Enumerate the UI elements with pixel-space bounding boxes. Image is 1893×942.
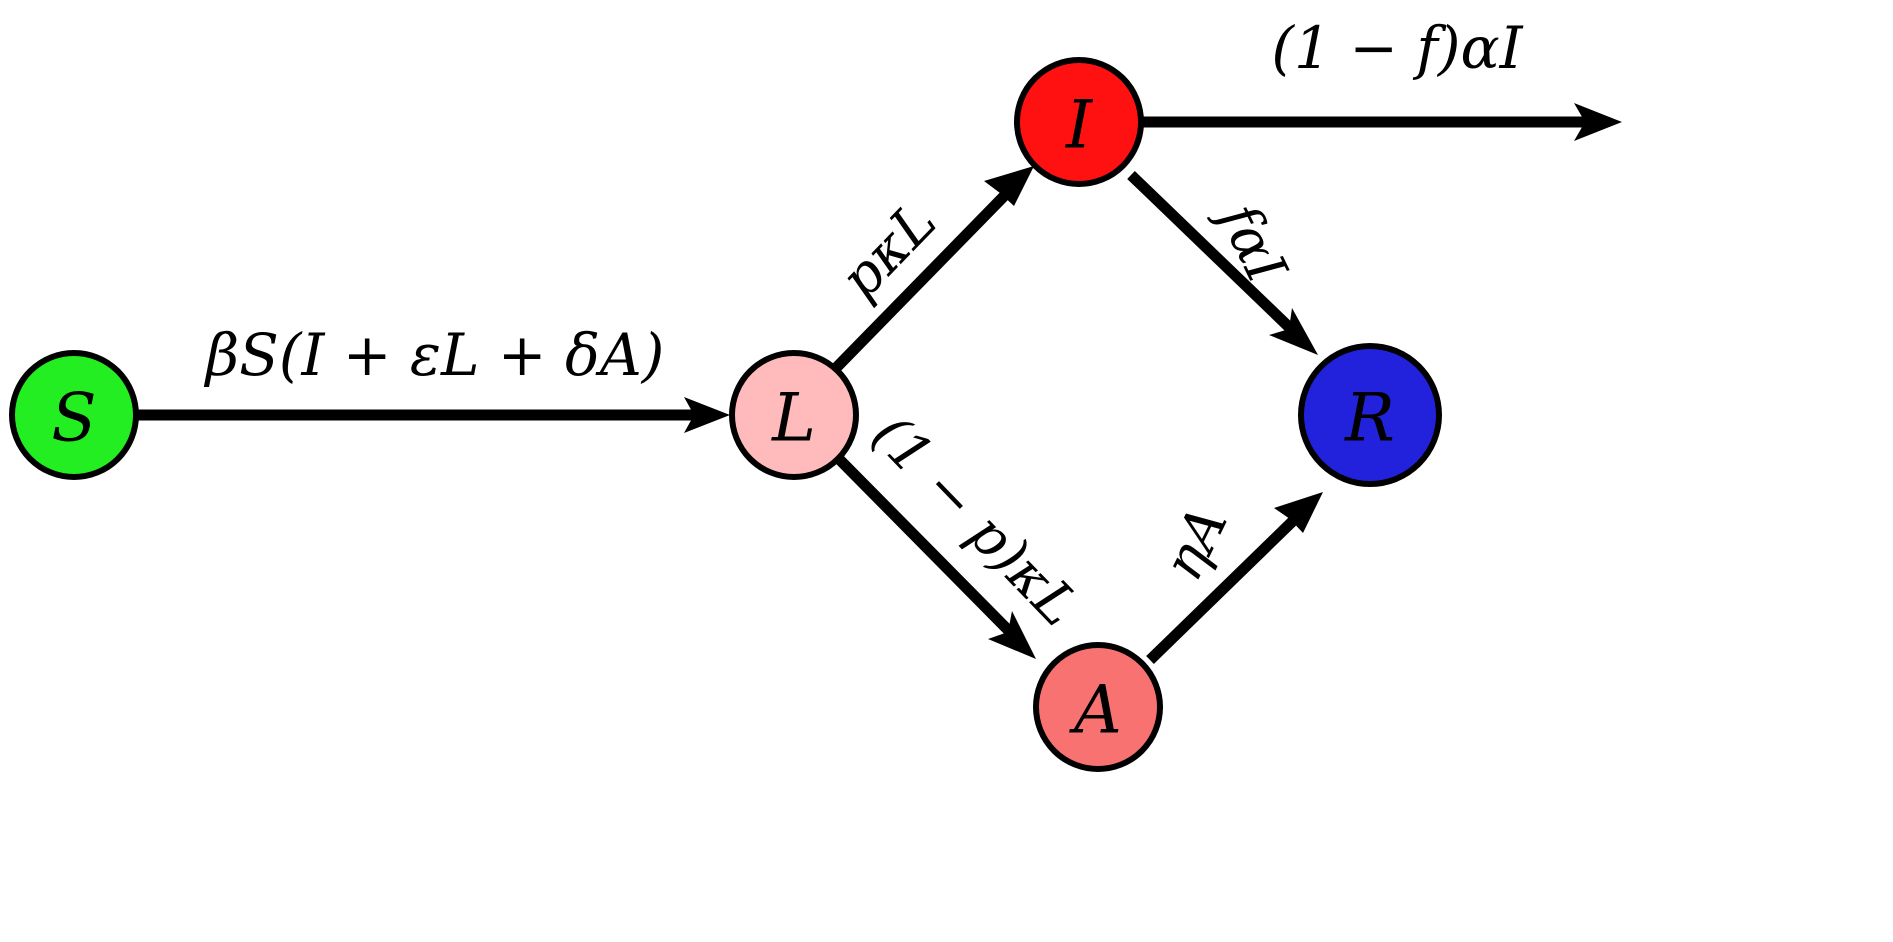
- node-r[interactable]: R: [1298, 343, 1442, 487]
- edge-l-to-i: [831, 166, 1034, 373]
- node-s[interactable]: S: [9, 350, 139, 480]
- edge-a-to-r-line: [1146, 512, 1302, 664]
- edge-label-i-to-r: fαI: [1205, 190, 1300, 294]
- edge-label-l-to-i: pκL: [828, 189, 949, 311]
- edge-s-to-l: [136, 397, 730, 433]
- node-l-label: L: [771, 380, 816, 457]
- edge-a-to-r: [1146, 492, 1323, 664]
- node-l-circle[interactable]: [729, 350, 859, 480]
- node-s-circle[interactable]: [9, 350, 139, 480]
- edge-i-to-r-line: [1127, 171, 1296, 334]
- node-a[interactable]: A: [1033, 642, 1163, 772]
- edge-i-to-r-arrowhead: [1269, 308, 1318, 355]
- edge-l-to-a: [834, 454, 1036, 659]
- node-a-circle[interactable]: [1033, 642, 1163, 772]
- edge-label-a-to-r: ηA: [1150, 496, 1239, 589]
- edge-label-s-to-l: βS(I + εL + δA): [204, 321, 665, 389]
- edge-i-to-external: [1141, 103, 1622, 141]
- edge-i-to-external-arrowhead: [1574, 103, 1622, 141]
- edge-l-to-i-arrowhead: [984, 166, 1034, 206]
- node-r-label: R: [1344, 380, 1395, 457]
- edge-s-to-l-arrowhead: [684, 397, 730, 433]
- node-r-circle[interactable]: [1298, 343, 1442, 487]
- node-l[interactable]: L: [729, 350, 859, 480]
- node-i-label: I: [1065, 87, 1094, 164]
- edge-i-to-r: [1127, 171, 1318, 355]
- node-a-label: A: [1068, 672, 1122, 749]
- edge-label-i-to-external: (1 − f)αI: [1271, 14, 1523, 82]
- node-s-label: S: [51, 380, 96, 457]
- edge-l-to-a-arrowhead: [988, 611, 1036, 659]
- node-i-circle[interactable]: [1014, 57, 1144, 187]
- edge-l-to-a-line: [834, 454, 1016, 638]
- edge-l-to-i-line: [831, 186, 1014, 373]
- edge-a-to-r-arrowhead: [1274, 492, 1323, 533]
- node-i[interactable]: I: [1014, 57, 1144, 187]
